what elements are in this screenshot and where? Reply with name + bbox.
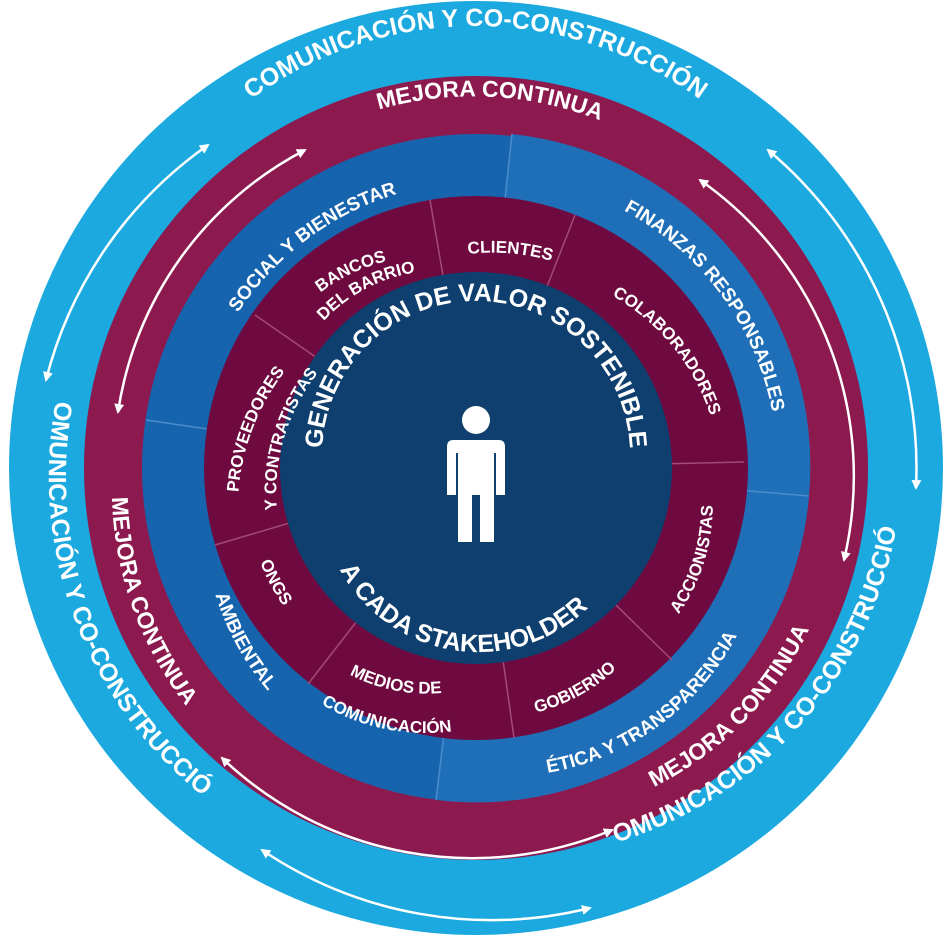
arrow-mid-right — [698, 178, 856, 562]
arrow-mid-bottom — [220, 756, 614, 860]
cycle-arrows — [43, 143, 922, 922]
person-icon — [447, 406, 505, 542]
arrow-mid-top-left — [114, 148, 307, 414]
arrow-outer-bottom — [260, 848, 592, 922]
